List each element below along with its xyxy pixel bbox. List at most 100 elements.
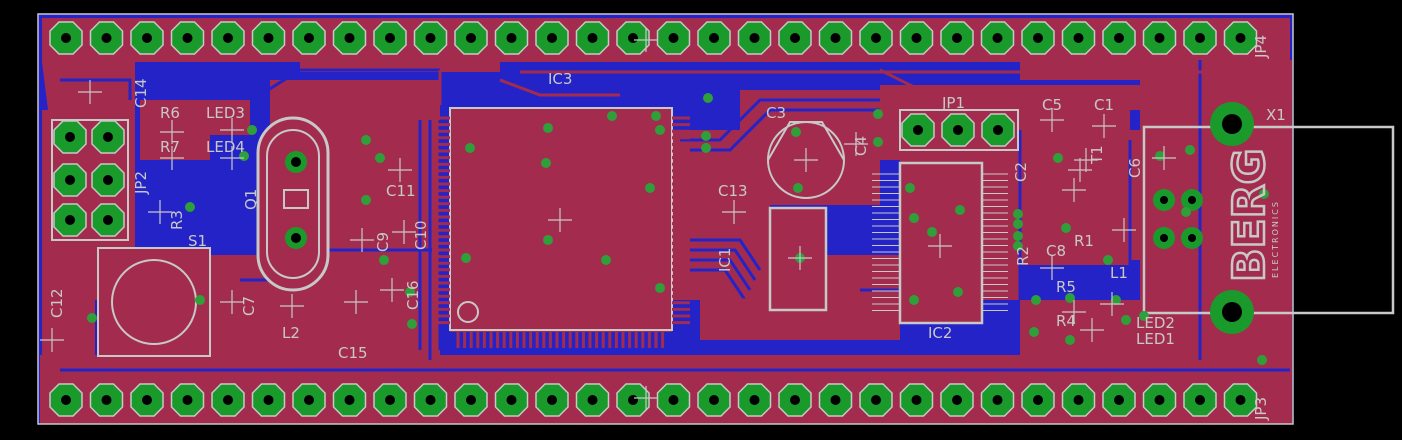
jp4-pad — [1223, 21, 1258, 55]
jp1-pad — [901, 113, 935, 147]
q1-crystal — [256, 116, 330, 292]
via — [1031, 295, 1041, 305]
jp2-pad — [91, 163, 125, 197]
jp4-pad — [1061, 21, 1096, 55]
label-c4: C4 — [852, 136, 870, 156]
jp4-pad — [170, 21, 205, 55]
jp3-pad — [170, 383, 205, 417]
via — [793, 183, 803, 193]
via — [655, 125, 665, 135]
jp3-pad — [778, 383, 812, 417]
via — [1029, 327, 1039, 337]
via — [953, 287, 963, 297]
logo-subtext: ELECTRONICS — [1271, 200, 1280, 278]
via — [873, 109, 883, 119]
jp3-pad — [818, 383, 853, 417]
jp4-pad — [575, 21, 610, 55]
jp3-pad — [697, 383, 731, 417]
ic3-package — [432, 107, 690, 348]
label-c6: C6 — [1126, 158, 1144, 178]
via — [1053, 153, 1063, 163]
jp3-pad — [1061, 383, 1096, 417]
label-c8: C8 — [1046, 242, 1066, 260]
jp3-pad — [737, 383, 772, 417]
jp4-pad — [89, 21, 124, 55]
jp1-header — [899, 109, 1019, 151]
smd-marks — [40, 28, 1176, 410]
label-l2: L2 — [282, 324, 300, 342]
label-r1: R1 — [1074, 232, 1094, 250]
jp3-pad — [373, 383, 407, 417]
label-q1: Q1 — [242, 189, 260, 210]
jp3-pad — [535, 383, 569, 417]
label-r3: R3 — [168, 210, 186, 230]
via — [1185, 145, 1195, 155]
jp4-pad — [737, 21, 772, 55]
jp1-pad — [941, 113, 975, 147]
via — [651, 111, 661, 121]
jp3-pad — [292, 383, 326, 417]
jp4-pad — [373, 21, 407, 55]
jp4-pad — [494, 21, 529, 55]
label-r2: R2 — [1014, 246, 1032, 266]
label-jp3: JP3 — [1252, 397, 1270, 421]
jp4-pad — [818, 21, 853, 55]
jp4-pad — [454, 21, 488, 55]
via — [955, 205, 965, 215]
jp4-pad — [130, 21, 164, 55]
jp3-pad — [859, 383, 893, 417]
jp2-pad — [53, 163, 87, 197]
jp4-pad — [940, 21, 974, 55]
jp2-pad — [91, 203, 125, 237]
label-s1: S1 — [188, 232, 207, 250]
jp4-pad — [1142, 21, 1177, 55]
via — [543, 235, 553, 245]
via — [379, 255, 389, 265]
jp3-pad — [130, 383, 164, 417]
label-c15: C15 — [338, 344, 368, 362]
via — [645, 183, 655, 193]
jp4-pad — [535, 21, 569, 55]
label-jp2: JP2 — [132, 171, 150, 195]
jp3-pad — [899, 383, 934, 417]
label-led4: LED4 — [206, 138, 245, 156]
jp2-pad — [91, 120, 125, 154]
label-c2: C2 — [1012, 162, 1030, 182]
via — [1065, 293, 1075, 303]
label-c5: C5 — [1042, 96, 1062, 114]
jp3-pad — [332, 383, 367, 417]
label-c14: C14 — [132, 78, 150, 108]
jp3-pad — [494, 383, 529, 417]
jp3-pad-row — [49, 383, 1258, 417]
label-led1: LED1 — [1136, 330, 1175, 348]
via — [361, 195, 371, 205]
via — [1121, 315, 1131, 325]
jp4-pad — [292, 21, 326, 55]
jp4-pad — [211, 21, 245, 55]
via — [1013, 209, 1023, 219]
jp4-pad — [413, 21, 448, 55]
jp3-pad — [1102, 383, 1136, 417]
jp4-pad — [1102, 21, 1136, 55]
via — [873, 137, 883, 147]
berg-logo: BERG ELECTRONICS — [1223, 147, 1280, 283]
via — [1139, 311, 1149, 321]
label-r7: R7 — [160, 138, 180, 156]
label-led2: LED2 — [1136, 314, 1175, 332]
via — [1259, 189, 1269, 199]
misc-pads — [53, 113, 1203, 249]
jp3-pad — [1021, 383, 1055, 417]
jp3-pad — [49, 383, 83, 417]
label-r4: R4 — [1056, 312, 1076, 330]
jp3-pad — [980, 383, 1015, 417]
via — [1013, 241, 1023, 251]
via — [1013, 231, 1023, 241]
via — [909, 213, 919, 223]
jp3-pad — [211, 383, 245, 417]
jp2-pad — [53, 120, 87, 154]
label-c12: C12 — [48, 288, 66, 318]
jp3-pad — [1142, 383, 1177, 417]
label-ic3: IC3 — [548, 70, 572, 88]
jp3-pad — [89, 383, 124, 417]
via — [1111, 295, 1121, 305]
